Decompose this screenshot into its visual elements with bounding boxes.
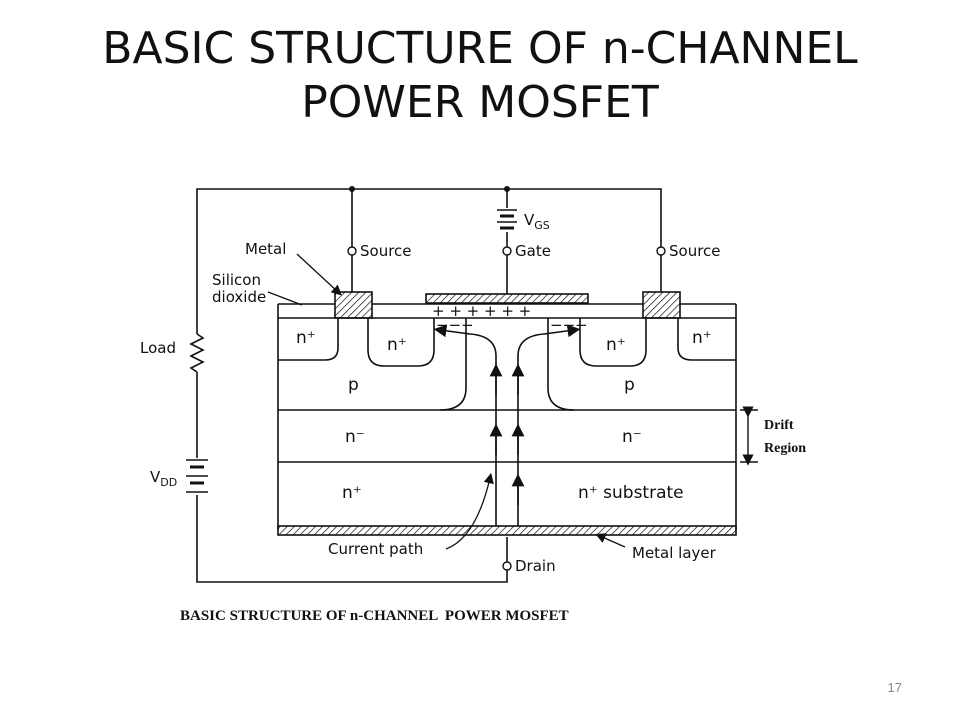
wire-junctions [349,186,510,192]
current-path-callout: Current path [328,540,423,558]
p-left-label: p [348,375,359,395]
gate-terminal [502,246,512,256]
n-plus-substrate-left-label: n⁺ [342,483,362,503]
slide-number: 17 [887,680,902,695]
drain-terminal [502,561,512,571]
metal-layer-callout: Metal layer [632,544,717,562]
n-plus-substrate-right-label: n⁺ substrate [578,483,684,503]
drain-label: Drain [515,557,556,575]
silicon-dioxide-callout-line1: Silicon [212,271,261,289]
n-plus-right-outer-label: n⁺ [692,328,712,348]
slide-title-line-2: POWER MOSFET [301,77,659,128]
silicon-dioxide-callout-line2: dioxide [212,288,266,306]
n-minus-left-label: n⁻ [345,427,365,447]
channel-negative-charges-left: −−− [436,316,474,334]
source-metal-right [642,291,681,319]
device-body [277,303,737,530]
drift-region-bracket [740,406,758,466]
source-left-label: Source [360,242,412,260]
n-plus-left-inner-label: n⁺ [387,335,407,355]
source-metal-left [334,291,373,319]
source-right-terminal [656,246,666,256]
circuit-wiring [196,188,662,583]
slide-title: BASIC STRUCTURE OF n-CHANNEL POWER MOSFE… [0,22,960,130]
drift-region-label-line2: Region [764,441,806,456]
terminal-circles [347,246,666,571]
current-path-lines [433,324,581,526]
vgs-battery-symbol [497,209,517,230]
n-minus-right-label: n⁻ [622,427,642,447]
diagram-caption: BASIC STRUCTURE OF n-CHANNEL POWER MOSFE… [180,608,569,624]
gate-metal [425,293,589,304]
callout-leaders [267,253,626,550]
drain-metal-layer [277,525,737,536]
n-plus-left-outer-label: n⁺ [296,328,316,348]
drift-region-label-line1: Drift [764,418,794,433]
n-plus-right-inner-label: n⁺ [606,335,626,355]
p-right-label: p [624,375,635,395]
gate-label: Gate [515,242,551,260]
channel-negative-charges-right: −−− [550,316,588,334]
load-resistor-symbol [189,333,205,373]
gate-positive-charges: + + + + + + [432,302,531,320]
source-left-terminal [347,246,357,256]
source-right-label: Source [669,242,721,260]
load-label: Load [140,339,176,357]
slide-title-line-1: BASIC STRUCTURE OF n-CHANNEL [102,23,858,74]
metal-callout: Metal [245,240,286,258]
vdd-label: VDD [150,468,177,489]
vdd-battery-symbol [186,459,208,493]
vgs-label: VGS [524,211,550,232]
